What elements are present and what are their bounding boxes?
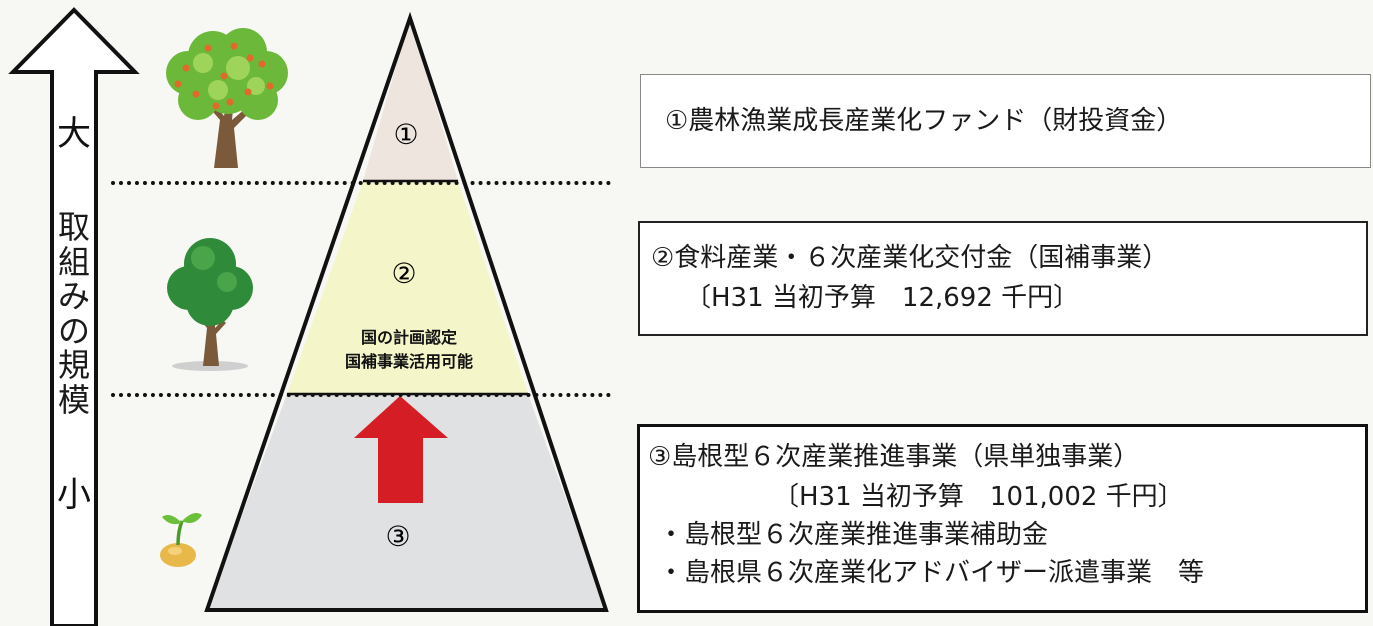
tier-3-number: ③ [385, 520, 410, 553]
prefecture-program-item-1: ・島根型６次産業推進事業補助金 [658, 520, 1049, 550]
tier-1-number: ① [393, 118, 418, 151]
scale-title: 取組みの規模 [57, 208, 90, 419]
national-grant-title: ②食料産業・６次産業化交付金（国補事業） [651, 243, 1169, 273]
up-arrow-icon [354, 396, 448, 503]
scale-top-label: 大 [57, 114, 91, 154]
tier-2-line-1: 国の計画認定 [360, 328, 457, 347]
scale-arrow-icon [8, 7, 140, 626]
pyramid-tier-1 [363, 18, 458, 181]
large-tree-icon [166, 28, 288, 168]
pyramid-diagram: ① ② ③ [204, 11, 609, 612]
tier-2-line-2: 国補事業活用可能 [344, 352, 473, 371]
fund-box: ①農林漁業成長産業化ファンド（財投資金） [640, 74, 1371, 168]
prefecture-program-item-2: ・島根県６次産業化アドバイザー派遣事業 等 [658, 558, 1205, 588]
tier-divider-upper [111, 181, 611, 185]
prefecture-program-budget: 〔H31 当初予算 101,002 千円〕 [773, 482, 1184, 512]
pyramid-tier-2 [287, 181, 528, 394]
tier-2-number: ② [391, 257, 416, 290]
prefecture-program-title: ③島根型６次産業推進事業（県単独事業） [648, 442, 1140, 472]
tier-divider-lower [111, 393, 611, 397]
fund-title: ①農林漁業成長産業化ファンド（財投資金） [665, 106, 1183, 136]
national-grant-box: ②食料産業・６次産業化交付金（国補事業） 〔H31 当初予算 12,692 千円… [638, 221, 1368, 336]
prefecture-program-box: ③島根型６次産業推進事業（県単独事業） 〔H31 当初予算 101,002 千円… [637, 424, 1368, 613]
national-grant-budget: 〔H31 当初予算 12,692 千円〕 [685, 283, 1080, 313]
scale-bottom-label: 小 [57, 475, 91, 515]
medium-tree-icon [167, 238, 253, 371]
seedling-icon [160, 513, 202, 567]
